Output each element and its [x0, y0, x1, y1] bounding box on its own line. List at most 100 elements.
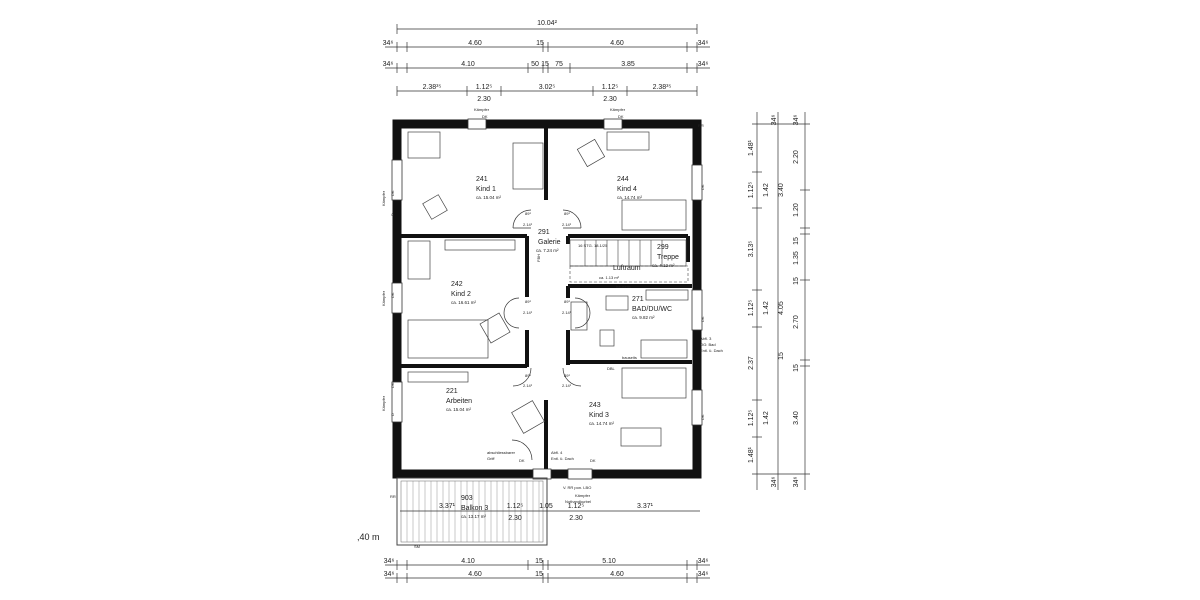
dk-right-2: DK [700, 316, 705, 322]
sm-label: SM [414, 544, 420, 549]
dim-bottom-4: 5.10 [602, 558, 616, 565]
room-903-number: 903 [461, 495, 473, 502]
dk-bottom-1: DK [519, 458, 525, 463]
scale-label: ,40 m [357, 532, 380, 542]
balc-dim-7: 3.37¹ [637, 503, 654, 510]
room-221-area: ca. 15.04 m² [446, 407, 472, 412]
room-903-area: ca. 13.17 m² [461, 514, 487, 519]
dim-right-25: 34⁶ [793, 477, 800, 488]
stair-note: 16 STG. 18.1/25 [578, 243, 608, 248]
kaempfer-left-2: Kämpfer [381, 290, 386, 306]
dim-right-15: 3.40 [778, 183, 785, 197]
balc-dim-6: 2.30 [569, 515, 583, 522]
dim-top-1: 34⁶ [383, 40, 394, 47]
room-903-name: Balkon 3 [461, 505, 488, 512]
bauseits-2: bauseits [622, 355, 637, 360]
door-size-6: 2.14¹ [523, 310, 533, 315]
dim-right-22: 15 [778, 352, 785, 360]
room-299-name: Treppe [657, 254, 679, 261]
right-dimensions [752, 112, 810, 490]
dim-top-16: 1.12⁵ [602, 84, 619, 91]
furniture [407, 131, 689, 447]
room-299-area: ca. 4.12 m² [652, 263, 675, 268]
dim-top-7: 4.10 [461, 61, 475, 68]
dk-top-left: DK [482, 114, 488, 119]
dim-bottom-8: 15 [535, 571, 543, 578]
dim-top-17: 2.38³⁵ [653, 84, 672, 91]
door-size-2: 2.14¹ [523, 222, 533, 227]
luftraum-label: Luftraum [613, 265, 641, 272]
abfluss-4: Abfl. 4 [551, 450, 563, 455]
room-291-number: 291 [538, 229, 550, 236]
rr-top-right: RR [698, 123, 704, 128]
dim-overall-width: 10.04² [537, 20, 558, 27]
dim-top-5: 34⁶ [698, 40, 709, 47]
dim-right-21: 2.70 [793, 315, 800, 329]
room-244-area: ca. 14.74 m² [617, 195, 643, 200]
dim-top-4: 4.60 [610, 40, 624, 47]
room-242-area: ca. 16.61 m² [451, 300, 477, 305]
door-size-7: 89¹ [564, 299, 570, 304]
room-241-name: Kind 1 [476, 186, 496, 193]
dk-left-2: DK [390, 292, 395, 298]
room-242-number: 242 [451, 281, 463, 288]
top-dimensions [385, 24, 710, 96]
dim-bottom-9: 4.60 [610, 571, 624, 578]
dim-right-20: 4.05 [778, 301, 785, 315]
dim-right-13: 34⁶ [793, 115, 800, 126]
dim-right-17: 15 [793, 237, 800, 245]
dk-right-1: DK [700, 184, 705, 190]
dim-bottom-6: 34⁶ [384, 571, 395, 578]
room-244-number: 244 [617, 176, 629, 183]
luftraum-area: ca. 1.13 m² [599, 275, 620, 280]
dim-top-9: 15 [541, 61, 549, 68]
door-size-5: 89¹ [525, 299, 531, 304]
dim-top-18: 2.30 [477, 96, 491, 103]
fbh-label: FBH [536, 254, 541, 262]
dk-left-3: DK [390, 382, 395, 388]
door-size-9: 89¹ [525, 373, 531, 378]
door-swings [503, 209, 591, 461]
bottom-dimensions [385, 560, 710, 583]
dim-bottom-1: 34⁶ [384, 558, 395, 565]
dim-right-19: 15 [793, 277, 800, 285]
dbl-label: DBL [607, 366, 616, 371]
door-size-11: 89¹ [564, 373, 570, 378]
kaempfer-top-left: Kämpfer [474, 107, 490, 112]
door-size-4: 2.14¹ [562, 222, 572, 227]
annotations: Luftraum ca. 1.13 m² 16 STG. 18.1/25 89¹… [381, 107, 723, 504]
dim-top-11: 3.85 [621, 61, 635, 68]
nothandkurbel: Nothandkurbel [565, 499, 591, 504]
dim-top-6: 34⁶ [383, 61, 394, 68]
balc-dim-1: 3.37¹ [439, 503, 456, 510]
room-labels: 241 Kind 1 ca. 15.04 m² 244 Kind 4 ca. 1… [446, 176, 679, 426]
dim-bottom-2: 4.10 [461, 558, 475, 565]
door-size-1: 89¹ [525, 211, 531, 216]
room-243-area: ca. 14.74 m² [589, 421, 615, 426]
room-242-name: Kind 2 [451, 291, 471, 298]
dim-top-19: 2.30 [603, 96, 617, 103]
right-dimension-texts: 34⁶ 1.48¹ 1.12⁵ 3.13⁵ 1.12⁵ 2.37 1.12⁵ 1… [748, 115, 800, 488]
dim-right-24: 3.40 [793, 411, 800, 425]
bauseits-1: bauseits [616, 284, 631, 289]
dim-right-18: 1.35 [793, 251, 800, 265]
balc-dim-4: 1.05 [539, 503, 553, 510]
dim-right-5: 1.12⁵ [748, 300, 755, 317]
dim-bottom-7: 4.60 [468, 571, 482, 578]
room-271-number: 271 [632, 296, 644, 303]
lock-note-1: abschliessbarer [487, 450, 516, 455]
room-243-name: Kind 3 [589, 412, 609, 419]
room-299-number: 299 [657, 244, 669, 251]
room-291-name: Galerie [538, 239, 561, 246]
abfluss-3: Abfl. 3 [700, 336, 712, 341]
dim-top-2: 4.60 [468, 40, 482, 47]
top-dimension-texts: 10.04² 34⁶ 4.60 15 4.60 34⁶ 34⁶ 4.10 50 … [383, 20, 709, 103]
dim-right-11: 1.42 [763, 301, 770, 315]
dim-bottom-10: 34⁶ [698, 571, 709, 578]
entluftung-3: Entl. ü. Dach [700, 348, 723, 353]
dim-right-9: 34⁶ [771, 477, 778, 488]
room-244-name: Kind 4 [617, 186, 637, 193]
room-271-name: BAD/DU/WC [632, 306, 672, 313]
dk-left-1: DK [390, 190, 395, 196]
rr-note: V. RR pon. LBO [563, 485, 591, 490]
